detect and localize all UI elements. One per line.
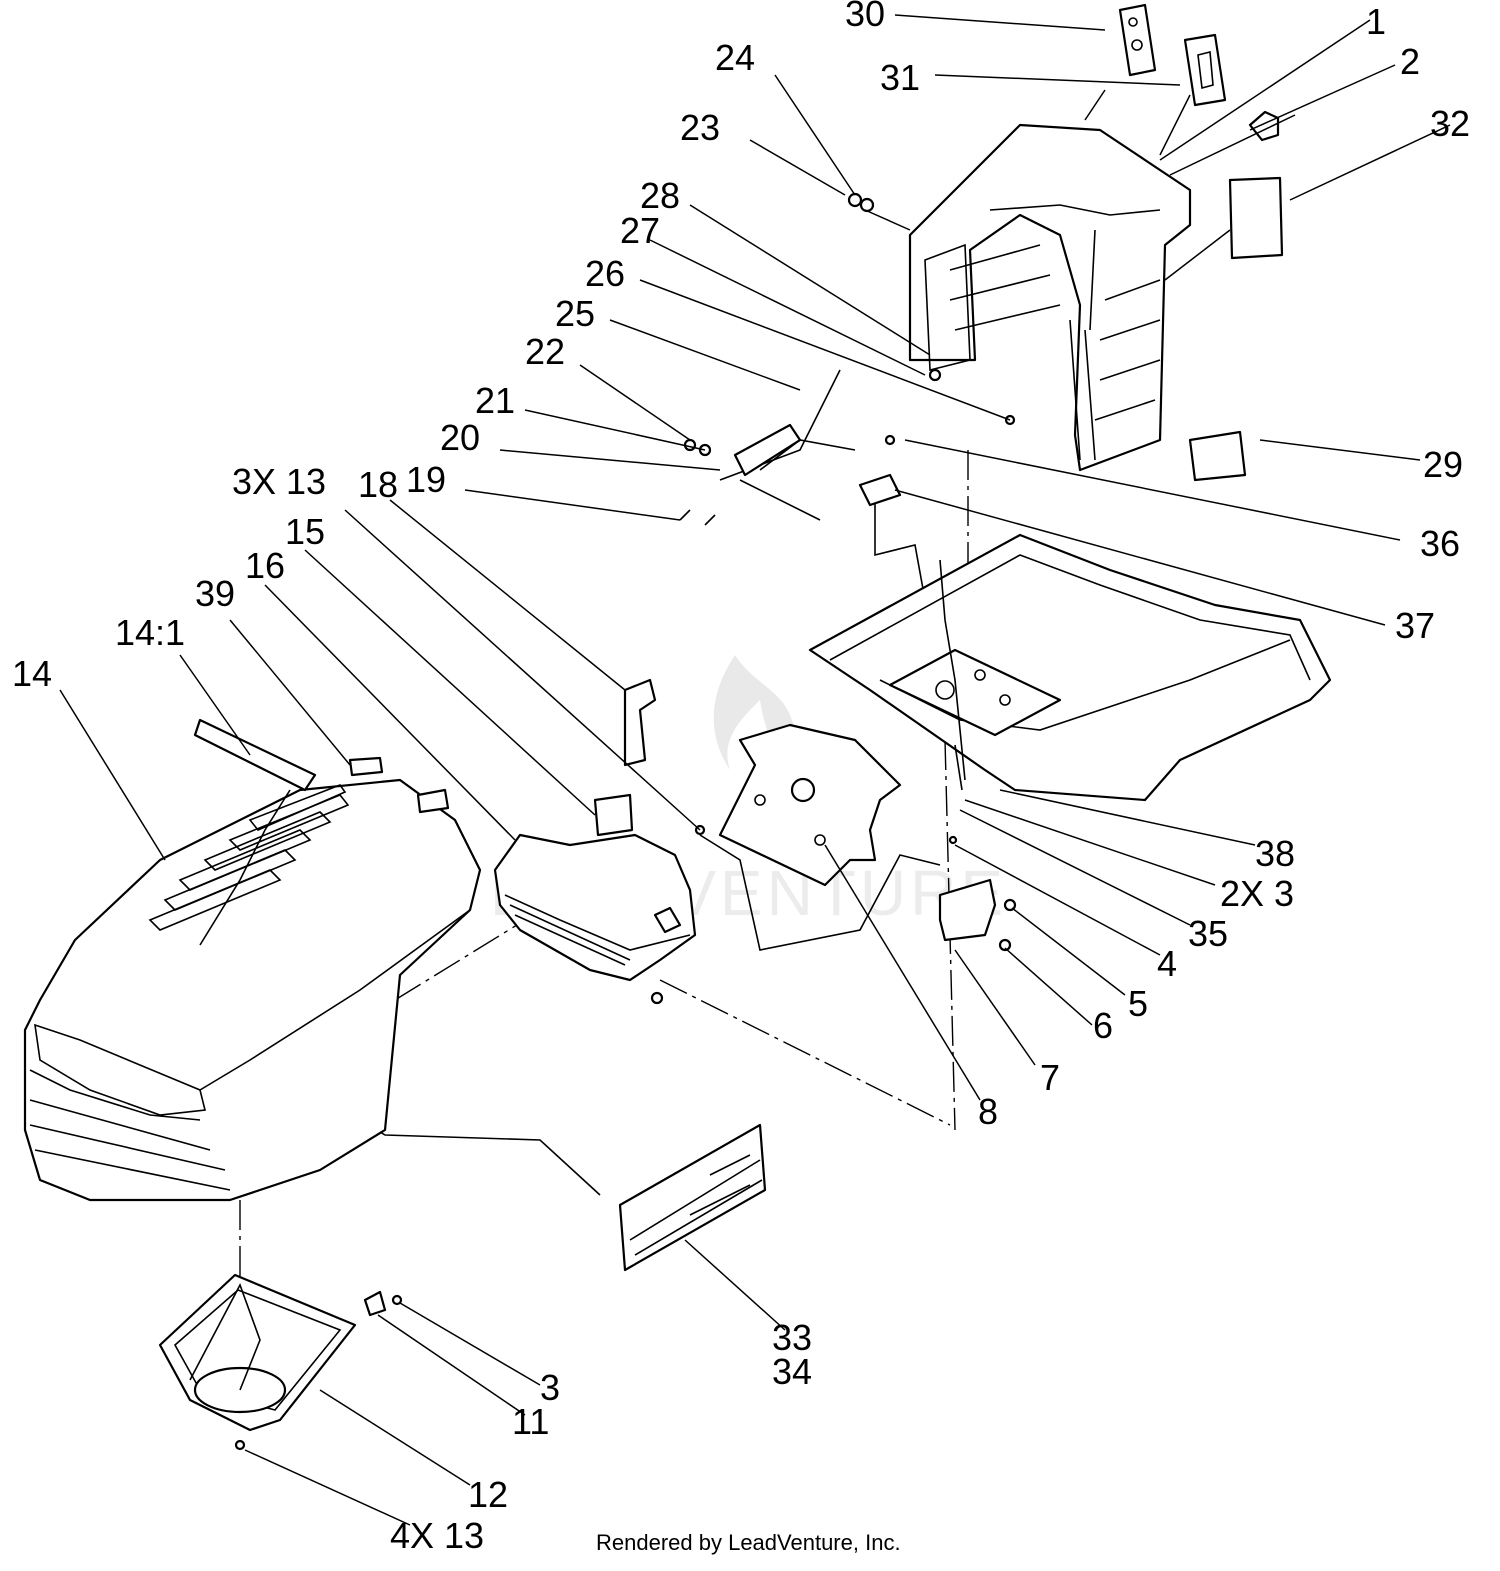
callout-19: 19	[406, 459, 446, 500]
callout-7: 7	[1040, 1057, 1060, 1098]
callout-25: 25	[555, 293, 595, 334]
side-decal	[618, 1123, 767, 1272]
callout-2: 2	[1400, 41, 1420, 82]
bracket-11	[363, 1290, 387, 1317]
decal-32	[1228, 176, 1284, 260]
decal-29	[1188, 430, 1247, 482]
callout-31: 31	[880, 57, 920, 98]
callout-1: 1	[1366, 1, 1386, 42]
hood	[23, 718, 482, 1202]
callout-4: 4	[1157, 943, 1177, 984]
headlight-assembly	[493, 793, 697, 1005]
callout-3: 3	[540, 1367, 560, 1408]
decal-16	[593, 793, 634, 837]
dash-hardware	[694, 824, 1017, 952]
callout-36: 36	[1420, 523, 1460, 564]
leader-lines	[59, 14, 1451, 1526]
callout-29: 29	[1423, 444, 1463, 485]
seat-decals	[1118, 3, 1284, 482]
callout-21: 21	[475, 380, 515, 421]
dash-panel	[623, 678, 902, 887]
callout-5: 5	[1128, 983, 1148, 1024]
bracket-37	[858, 473, 902, 507]
callout-35: 35	[1188, 913, 1228, 954]
front-guard	[158, 1273, 403, 1451]
callout-16: 16	[245, 545, 285, 586]
callout-4x13: 4X 13	[390, 1515, 484, 1556]
decal-14-1	[193, 718, 317, 792]
decal-31	[1183, 33, 1227, 107]
callout-6: 6	[1093, 1005, 1113, 1046]
bracket-18	[623, 678, 657, 767]
callout-27: 27	[620, 210, 660, 251]
seat-hardware	[847, 192, 1016, 507]
callout-3x13: 3X 13	[232, 461, 326, 502]
callout-18: 18	[358, 464, 398, 505]
callout-15: 15	[285, 511, 325, 552]
callout-14-1: 14:1	[115, 612, 185, 653]
callout-2x3: 2X 3	[1220, 873, 1294, 914]
callout-11: 11	[512, 1401, 549, 1442]
flame-watermark-icon	[713, 655, 799, 820]
mounting-plate	[888, 648, 1062, 737]
callout-37: 37	[1395, 605, 1435, 646]
decal-39a	[348, 756, 384, 777]
callout-34: 34	[772, 1351, 812, 1392]
credit-text: Rendered by LeadVenture, Inc.	[596, 1530, 901, 1555]
callout-30: 30	[845, 0, 885, 34]
callout-38: 38	[1255, 833, 1295, 874]
callout-28: 28	[640, 175, 680, 216]
seat-pan	[908, 123, 1192, 472]
footrest-frame	[808, 533, 1332, 802]
callout-33: 33	[772, 1317, 812, 1358]
callout-14: 14	[12, 653, 52, 694]
callout-24: 24	[715, 37, 755, 78]
callout-26: 26	[585, 253, 625, 294]
decal-39b	[416, 788, 450, 814]
callout-8: 8	[978, 1091, 998, 1132]
callout-23: 23	[680, 107, 720, 148]
control-linkage	[679, 369, 841, 526]
callout-32: 32	[1430, 103, 1470, 144]
callout-22: 22	[525, 331, 565, 372]
callout-39: 39	[195, 573, 235, 614]
callouts: 30 31 1 2 32 24 23 28 27 26 25 22 21 20 …	[12, 0, 1470, 1556]
callout-20: 20	[440, 417, 480, 458]
callout-12: 12	[468, 1474, 508, 1515]
